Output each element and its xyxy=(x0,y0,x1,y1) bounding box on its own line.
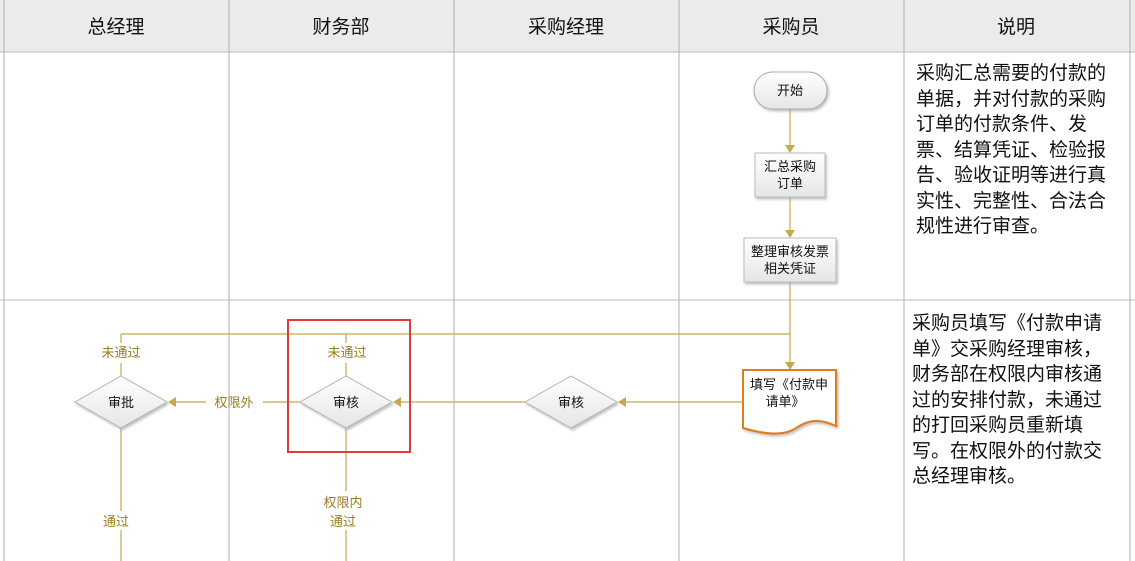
summarize-orders-shape xyxy=(754,152,826,198)
organize-invoices-shape xyxy=(743,237,837,283)
header-band xyxy=(0,0,1135,52)
gm-approve-decision[interactable]: 审批 xyxy=(73,375,169,429)
column-header-description: 说明 xyxy=(997,16,1035,38)
fill-payment-request-node[interactable]: 填写《付款申 请单》 xyxy=(742,369,837,435)
edge-label-gm-fail: 未通过 xyxy=(101,346,140,361)
manager-review-shape xyxy=(523,375,619,429)
arrowhead xyxy=(168,397,176,407)
fill-payment-request-label-line1: 填写《付款申 xyxy=(750,378,828,393)
summarize-orders-label-line2: 订单 xyxy=(777,177,803,192)
edge-label-within-authority-line2: 通过 xyxy=(330,515,356,530)
arrowhead xyxy=(785,362,795,370)
description-text-2: 采购员填写《付款申请单》交采购经理审核，财务部在权限内审核通过的安排付款，未通过… xyxy=(912,312,1103,487)
column-header-finance: 财务部 xyxy=(312,16,369,38)
fill-payment-request-label-line2: 请单》 xyxy=(765,395,804,410)
organize-invoices-node[interactable]: 整理审核发票 相关凭证 xyxy=(743,237,837,283)
arrowhead xyxy=(785,230,795,238)
start-node-shape xyxy=(753,71,828,110)
arrowhead xyxy=(785,145,795,153)
gm-approve-shape xyxy=(73,375,169,429)
organize-invoices-label-line1: 整理审核发票 xyxy=(751,244,829,260)
finance-review-decision[interactable]: 审核 xyxy=(298,375,394,429)
summarize-orders-label-line1: 汇总采购 xyxy=(764,159,816,175)
arrowhead xyxy=(393,397,401,407)
organize-invoices-label-line2: 相关凭证 xyxy=(764,262,816,277)
edge-label-beyond-authority: 权限外 xyxy=(214,395,253,411)
edge-label-finance-fail: 未通过 xyxy=(327,346,366,361)
finance-review-shape xyxy=(298,375,394,429)
edge-label-within-authority-line1: 权限内 xyxy=(323,495,362,511)
selection-highlight xyxy=(287,319,411,453)
description-text-1: 采购汇总需要的付款的单据，并对付款的采购订单的付款条件、发票、结算凭证、检验报告… xyxy=(916,62,1107,237)
edge-label-gm-pass: 通过 xyxy=(103,515,129,530)
column-header-purchasing-manager: 采购经理 xyxy=(528,16,604,38)
start-node-label: 开始 xyxy=(777,84,803,99)
finance-review-label: 审核 xyxy=(333,396,359,411)
column-header-purchaser: 采购员 xyxy=(762,16,819,38)
summarize-orders-node[interactable]: 汇总采购 订单 xyxy=(754,152,826,198)
gm-approve-label: 审批 xyxy=(108,396,134,411)
arrowhead xyxy=(618,397,626,407)
column-header-general-manager: 总经理 xyxy=(87,16,144,38)
fill-payment-request-shape xyxy=(742,369,837,435)
start-node[interactable]: 开始 xyxy=(753,71,828,110)
manager-review-label: 审核 xyxy=(558,396,584,411)
manager-review-decision[interactable]: 审核 xyxy=(523,375,619,429)
